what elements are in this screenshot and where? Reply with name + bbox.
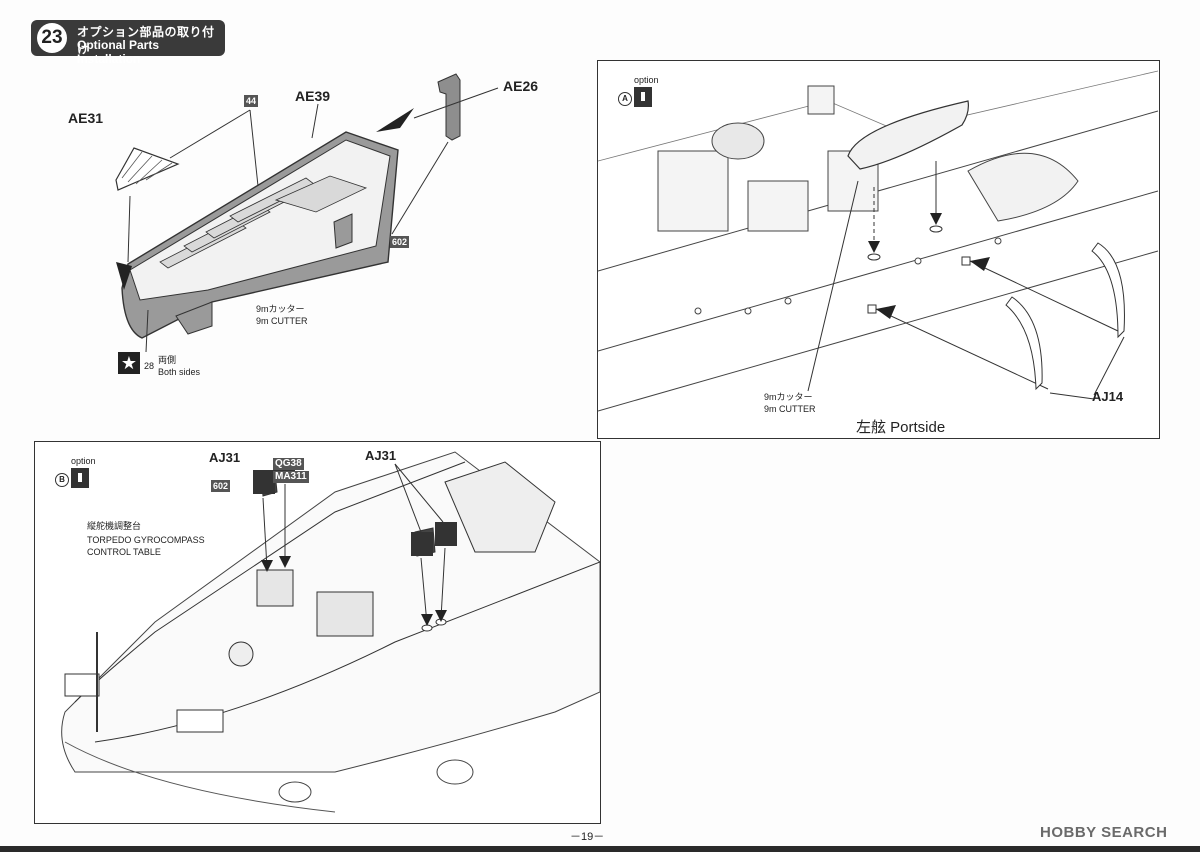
part-number-602: 602 [390,236,410,248]
cutter-label-ja: 9mカッター [256,304,305,314]
label-aj31-right: AJ31 [365,448,397,463]
portside-ship-drawing [598,70,1159,412]
bow-deck-drawing [61,451,600,813]
label-ae39: AE39 [295,88,331,104]
torpedo-label-ja: 縦舵機調整台 [87,521,142,531]
part-number-602-b: 602 [211,480,231,492]
label-qg38: QG38 [273,458,304,470]
option-a-icon [634,87,652,107]
option-b-marker: option B [55,456,105,496]
option-a-letter: A [618,92,632,106]
option-a-marker: option A [618,75,668,115]
panel-a-cutter-ja: 9mカッター [764,392,813,402]
label-ae31: AE31 [68,110,104,126]
torpedo-label-en-1: TORPEDO GYROCOMPASS [87,535,205,545]
portside-label: 左舷 Portside [856,419,946,436]
cutter-label-en: 9m CUTTER [256,316,308,326]
step-header: 23 オプション部品の取り付け Optional Parts Installat… [31,20,225,66]
torpedo-label-en-2: CONTROL TABLE [87,547,161,557]
watermark: HOBBY SEARCH [1040,824,1168,841]
step-number: 23 [37,23,67,53]
step-title-ja: オプション部品の取り付け [77,25,215,56]
label-ae26: AE26 [503,78,539,94]
decal-number: 28 [144,361,155,371]
option-b-letter: B [55,473,69,487]
panel-option-b: option B AJ31 AJ31 QG38 MA311 602 縦舵機調整台… [34,441,601,824]
option-a-word: option [634,75,659,85]
option-b-icon [71,468,89,488]
step-title-en: Optional Parts Installation [77,38,160,66]
panel-option-a: option A 9mカッター 9m CUTTER AJ14 左舷 Portsi… [597,60,1160,439]
option-b-word: option [71,456,96,466]
label-aj14: AJ14 [1092,389,1124,404]
panel-a-cutter-en: 9m CUTTER [764,404,816,414]
both-sides-en: Both sides [158,367,201,377]
bottom-bar [0,846,1200,852]
page-number: －19－ [570,831,605,843]
cutter-exploded-drawing [115,73,499,353]
both-sides-ja: 両側 [158,355,177,365]
part-number-44: 44 [244,95,259,107]
label-aj31-left: AJ31 [209,450,241,465]
decal-star-icon: ★ [118,352,140,374]
label-ma311: MA311 [273,471,309,483]
